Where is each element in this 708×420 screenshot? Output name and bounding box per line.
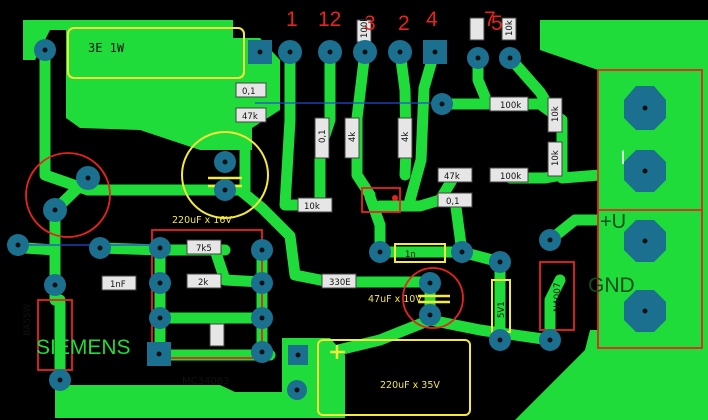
terminal-block-outline [597, 69, 703, 349]
svg-text:0,1: 0,1 [446, 197, 460, 207]
svg-text:10k: 10k [304, 202, 320, 212]
component-outlines [25, 69, 703, 371]
gnd-label: GND [588, 274, 635, 297]
svg-text:47k: 47k [444, 172, 460, 182]
capacitor-c2-label: 47uF x 10V [368, 294, 422, 305]
capacitor-c1-outline [181, 131, 269, 219]
svg-text:1n: 1n [405, 250, 416, 260]
svg-text:10k: 10k [551, 106, 561, 122]
ic-label: MC34063 [182, 376, 229, 387]
svg-text:7k5: 7k5 [196, 244, 212, 254]
svg-text:10k: 10k [551, 150, 561, 166]
part-value-labels: 0,1 47k 0,1 4k 4k 10k 47k 0,1 100k 10k 1… [110, 17, 561, 318]
on-off-label: ON/OFF [620, 51, 684, 70]
plus-u-label: +U [600, 211, 626, 233]
svg-text:100k: 100k [500, 172, 521, 182]
top-resistor-label: 3E 1W [88, 41, 125, 55]
transistor-box-outline [37, 299, 73, 371]
svg-text:10k: 10k [505, 20, 515, 36]
svg-text:4k: 4k [401, 132, 411, 142]
thin-traces [18, 102, 450, 246]
smd-components [101, 17, 563, 347]
svg-text:47k: 47k [242, 112, 258, 122]
silkscreen-outlines [67, 27, 511, 416]
svg-text:0,1: 0,1 [318, 129, 328, 143]
svg-text:4k: 4k [348, 132, 358, 142]
capacitor-c2-outline [402, 267, 464, 329]
pin-label-2: 2 [398, 12, 410, 35]
transistor-label: BA55W [23, 303, 33, 336]
svg-text:100k: 100k [500, 101, 521, 111]
diode-label: N4007 [553, 282, 563, 312]
capacitor-c3-outline [317, 339, 471, 416]
svg-text:330E: 330E [329, 278, 351, 288]
svg-text:1nF: 1nF [110, 280, 126, 290]
pin-number-labels: 1 12 3 2 4 7 5 [286, 8, 503, 35]
pin-label-12: 12 [318, 8, 341, 31]
ic-chip-outline [361, 187, 401, 213]
svg-text:2k: 2k [198, 278, 208, 288]
pin-label-5: 5 [491, 12, 503, 35]
pin-label-1: 1 [286, 8, 298, 31]
power-resistor-outline [67, 27, 245, 79]
capacitor-c1-label: 220uF x 16V [172, 215, 232, 226]
transistor-body-outline [25, 152, 111, 238]
pin-label-3: 3 [364, 12, 376, 35]
svg-text:5V1: 5V1 [497, 301, 507, 318]
capacitor-c3-label: 220uF x 35V [380, 380, 440, 391]
diode-box-outline [539, 261, 575, 331]
diode-1n-outline [394, 243, 446, 263]
svg-text:100k: 100k [360, 17, 370, 38]
pin-label-4: 4 [426, 8, 438, 31]
siemens-label: SIEMENS [36, 336, 131, 359]
svg-text:0,1: 0,1 [242, 87, 256, 97]
svg-text:l: l [621, 148, 625, 168]
pin-label-7: 7 [484, 8, 496, 31]
